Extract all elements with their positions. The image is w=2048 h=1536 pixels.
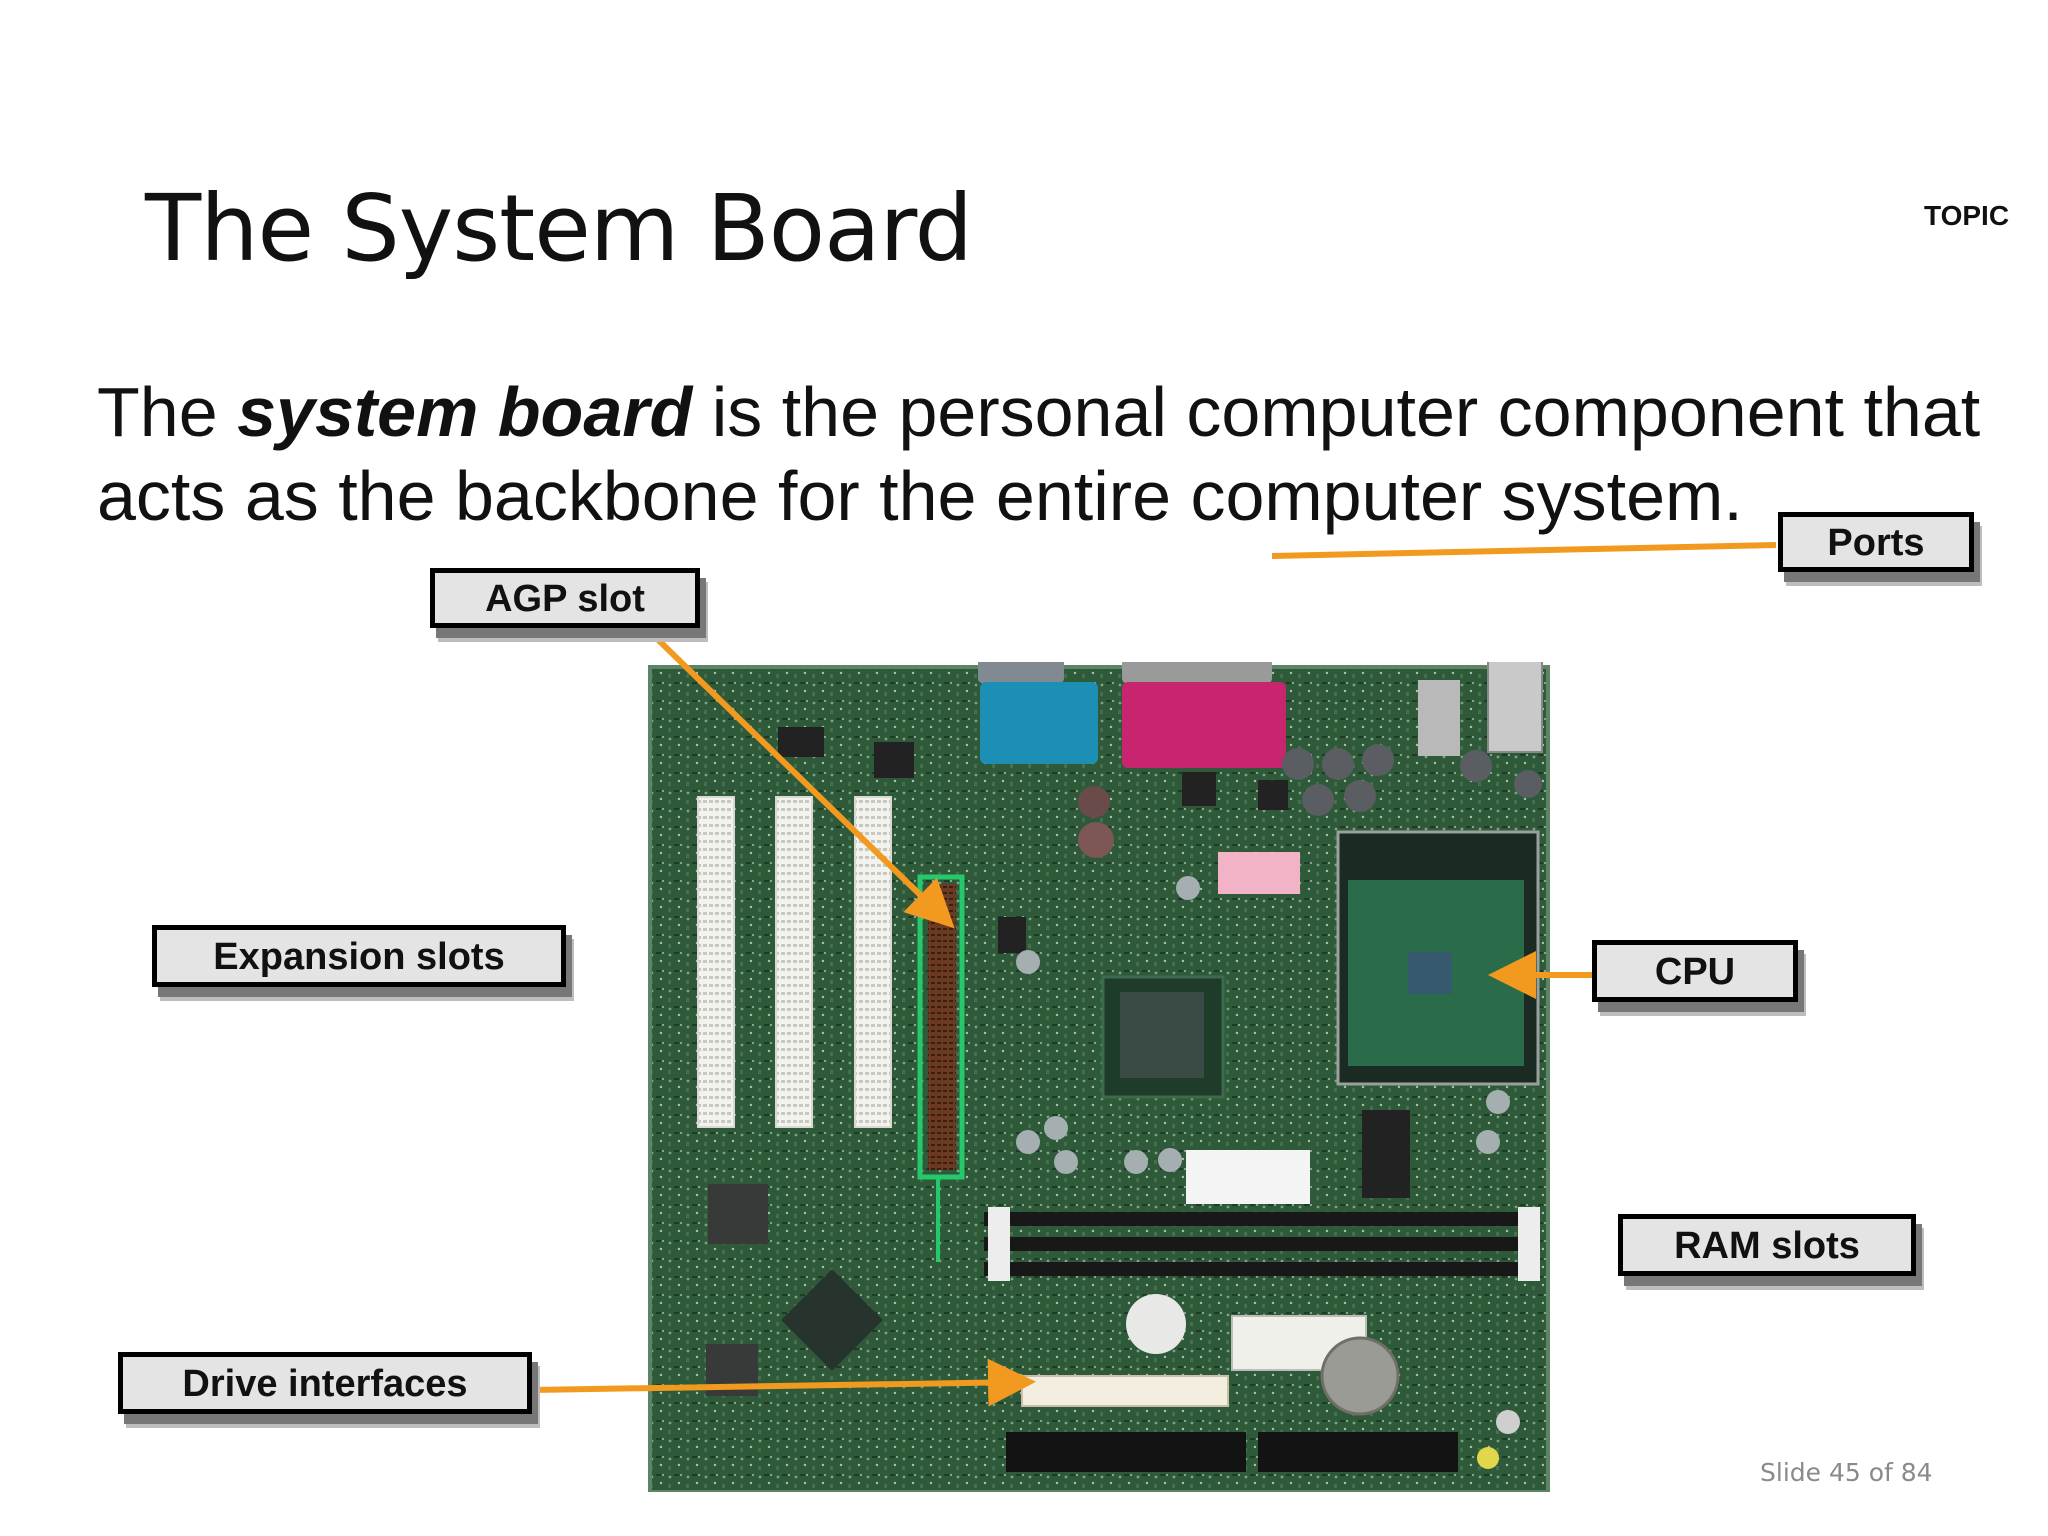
callout-agp-slot: AGP slot (430, 568, 700, 628)
slide-title: The System Board (145, 175, 973, 282)
slide-number: Slide 45 of 84 (1760, 1458, 1933, 1487)
callout-expansion-slots: Expansion slots (152, 925, 566, 987)
body-emphasis: system board (237, 373, 693, 451)
callout-ports: Ports (1778, 512, 1974, 572)
topic-label: TOPIC (1924, 200, 2010, 231)
callout-drive-interfaces: Drive interfaces (118, 1352, 532, 1414)
body-text-start: The (97, 373, 238, 451)
ports-arrow (1271, 542, 1777, 559)
body-paragraph: The system board is the personal compute… (97, 370, 1997, 538)
callout-cpu: CPU (1592, 940, 1798, 1002)
body-text-end: is the personal computer component that … (97, 373, 1981, 535)
callout-ram-slots: RAM slots (1618, 1214, 1916, 1276)
motherboard-image (648, 662, 1550, 1492)
